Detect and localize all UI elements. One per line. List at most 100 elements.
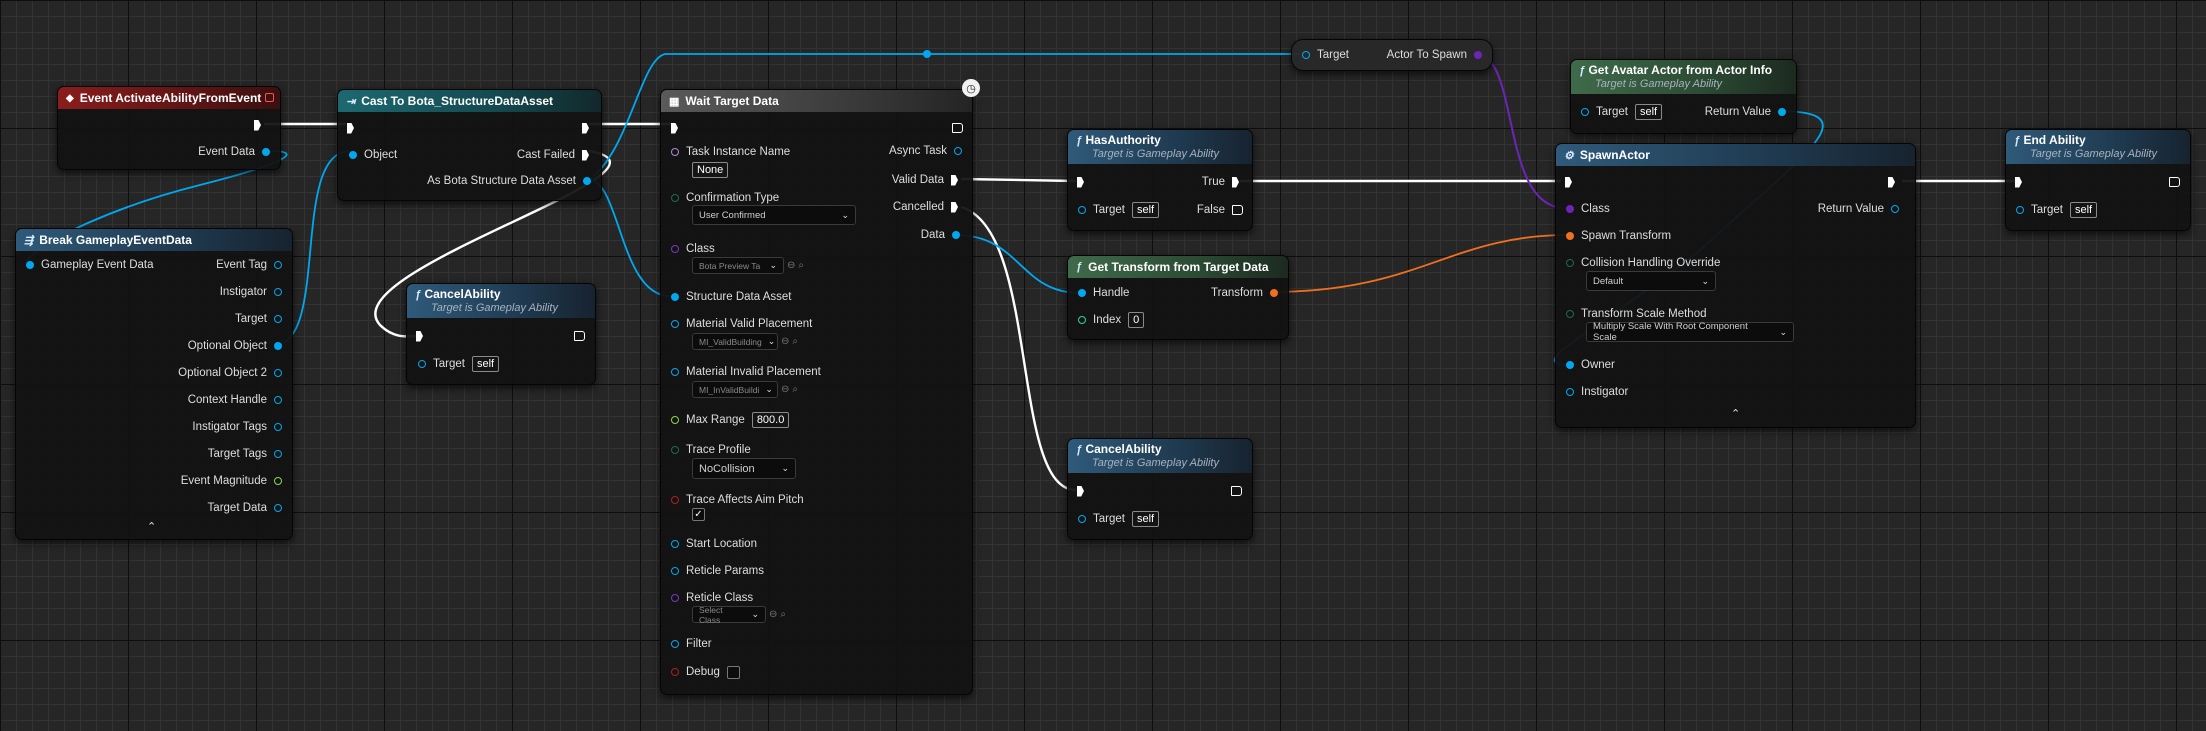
target-pin[interactable]: [1581, 108, 1589, 116]
actor-to-spawn-pin[interactable]: [1474, 51, 1482, 59]
max-range-field[interactable]: 800.0: [751, 412, 790, 428]
class-pin[interactable]: [671, 245, 679, 253]
event-activate-ability-node[interactable]: ◆ Event ActivateAbilityFromEvent Event D…: [57, 86, 281, 170]
exec-out-pin[interactable]: [582, 123, 593, 134]
spawn-transform-pin[interactable]: [1566, 232, 1574, 240]
valid-data-exec-pin[interactable]: [951, 175, 962, 186]
exec-in-pin[interactable]: [671, 123, 682, 134]
confirmation-type-dropdown[interactable]: User Confirmed⌄: [692, 205, 856, 225]
browse-icon[interactable]: ⊖: [781, 384, 790, 395]
exec-in-pin[interactable]: [1077, 486, 1088, 497]
search-icon[interactable]: ⌕: [792, 384, 798, 395]
index-field[interactable]: 0: [1128, 312, 1145, 328]
search-icon[interactable]: ⌕: [792, 336, 798, 347]
optional-object-2-pin[interactable]: [274, 369, 282, 377]
target-self-field[interactable]: self: [471, 356, 500, 372]
async-task-pin[interactable]: [954, 147, 962, 155]
break-gameplay-event-data-node[interactable]: ⇶ Break GameplayEventData Gameplay Event…: [15, 228, 293, 540]
wait-target-data-node[interactable]: ▦ Wait Target Data Async Task Valid Data…: [660, 89, 973, 695]
get-avatar-actor-node[interactable]: ƒ Get Avatar Actor from Actor Info Targe…: [1570, 59, 1797, 134]
collision-handling-pin[interactable]: [1566, 259, 1574, 267]
target-pin[interactable]: [1302, 51, 1310, 59]
trace-aim-pitch-pin[interactable]: [671, 496, 679, 504]
event-tag-pin[interactable]: [274, 261, 282, 269]
class-pin[interactable]: [1566, 205, 1574, 213]
reticle-params-pin[interactable]: [671, 567, 679, 575]
event-magnitude-pin[interactable]: [274, 477, 282, 485]
target-pin[interactable]: [1078, 206, 1086, 214]
material-valid-pin[interactable]: [671, 320, 679, 328]
target-self-field[interactable]: self: [1131, 202, 1160, 218]
exec-in-pin[interactable]: [2015, 177, 2026, 188]
material-invalid-dropdown[interactable]: MI_InValidBuildi⌄: [692, 381, 778, 398]
optional-object-pin[interactable]: [274, 342, 282, 350]
target-self-field[interactable]: self: [1634, 104, 1663, 120]
browse-icon[interactable]: ⊖: [781, 336, 790, 347]
trace-profile-dropdown[interactable]: NoCollision⌄: [692, 458, 796, 479]
collision-handling-dropdown[interactable]: Default⌄: [1586, 271, 1716, 291]
exec-out-pin[interactable]: [1888, 177, 1899, 188]
cast-to-node[interactable]: ⇥ Cast To Bota_StructureDataAsset Object…: [337, 89, 602, 201]
target-pin[interactable]: [2016, 206, 2024, 214]
cancel-ability-node-2[interactable]: ƒ CancelAbility Target is Gameplay Abili…: [1067, 438, 1253, 540]
target-tags-pin[interactable]: [274, 450, 282, 458]
false-exec-pin[interactable]: [1232, 205, 1243, 215]
material-invalid-pin[interactable]: [671, 368, 679, 376]
cancelled-exec-pin[interactable]: [951, 202, 962, 213]
collapse-chevron-icon[interactable]: ⌃: [147, 521, 157, 533]
task-instance-name-pin[interactable]: [671, 148, 679, 156]
has-authority-node[interactable]: ƒ HasAuthority Target is Gameplay Abilit…: [1067, 129, 1253, 231]
collapse-chevron-icon[interactable]: ⌃: [1731, 408, 1741, 420]
cancel-ability-node-1[interactable]: ƒ CancelAbility Target is Gameplay Abili…: [406, 283, 596, 385]
confirmation-type-pin[interactable]: [671, 194, 679, 202]
start-location-pin[interactable]: [671, 540, 679, 548]
exec-out-pin[interactable]: [1231, 486, 1242, 496]
get-transform-node[interactable]: ƒ Get Transform from Target Data Handle …: [1067, 255, 1289, 340]
instigator-pin[interactable]: [274, 288, 282, 296]
browse-icon[interactable]: ⊖: [769, 609, 778, 620]
target-pin[interactable]: [418, 360, 426, 368]
exec-in-pin[interactable]: [1077, 177, 1088, 188]
target-pin[interactable]: [1078, 515, 1086, 523]
max-range-pin[interactable]: [671, 416, 679, 424]
actor-to-spawn-variable-node[interactable]: Target Actor To Spawn: [1291, 39, 1493, 71]
browse-icon[interactable]: ⊖: [787, 260, 796, 271]
trace-profile-pin[interactable]: [671, 446, 679, 454]
target-pin[interactable]: [274, 315, 282, 323]
instigator-tags-pin[interactable]: [274, 423, 282, 431]
as-asset-pin[interactable]: [583, 177, 591, 185]
exec-in-pin[interactable]: [347, 123, 358, 134]
exec-out-pin[interactable]: [2169, 177, 2180, 187]
debug-pin[interactable]: [671, 668, 679, 676]
exec-out-pin[interactable]: [952, 123, 963, 133]
data-pin[interactable]: [952, 231, 960, 239]
context-handle-pin[interactable]: [274, 396, 282, 404]
return-value-pin[interactable]: [1891, 205, 1899, 213]
exec-out-pin[interactable]: [574, 331, 585, 341]
target-data-pin[interactable]: [274, 504, 282, 512]
cast-failed-exec-pin[interactable]: [582, 150, 593, 161]
target-self-field[interactable]: self: [2069, 202, 2098, 218]
handle-pin[interactable]: [1078, 289, 1086, 297]
search-icon[interactable]: ⌕: [780, 609, 786, 620]
transform-scale-dropdown[interactable]: Multiply Scale With Root Component Scale…: [1586, 321, 1794, 343]
exec-in-pin[interactable]: [416, 331, 427, 342]
transform-pin[interactable]: [1270, 289, 1278, 297]
filter-pin[interactable]: [671, 640, 679, 648]
owner-pin[interactable]: [1566, 361, 1574, 369]
class-picker-dropdown[interactable]: Bota Preview Ta⌄: [692, 257, 784, 274]
instigator-pin[interactable]: [1566, 388, 1574, 396]
gameplay-event-data-pin[interactable]: [26, 261, 34, 269]
debug-checkbox[interactable]: [726, 665, 740, 679]
material-valid-dropdown[interactable]: MI_ValidBuilding⌄: [692, 333, 778, 350]
exec-in-pin[interactable]: [1565, 177, 1576, 188]
object-pin[interactable]: [349, 151, 357, 159]
trace-aim-pitch-checkbox[interactable]: ✓: [692, 508, 705, 521]
end-ability-node[interactable]: ƒ End Ability Target is Gameplay Ability…: [2005, 129, 2191, 231]
exec-out-pin[interactable]: [254, 120, 265, 131]
search-icon[interactable]: ⌕: [798, 260, 804, 271]
structure-data-asset-pin[interactable]: [671, 293, 679, 301]
index-pin[interactable]: [1078, 316, 1086, 324]
transform-scale-pin[interactable]: [1566, 310, 1574, 318]
task-instance-name-field[interactable]: None: [692, 162, 729, 178]
